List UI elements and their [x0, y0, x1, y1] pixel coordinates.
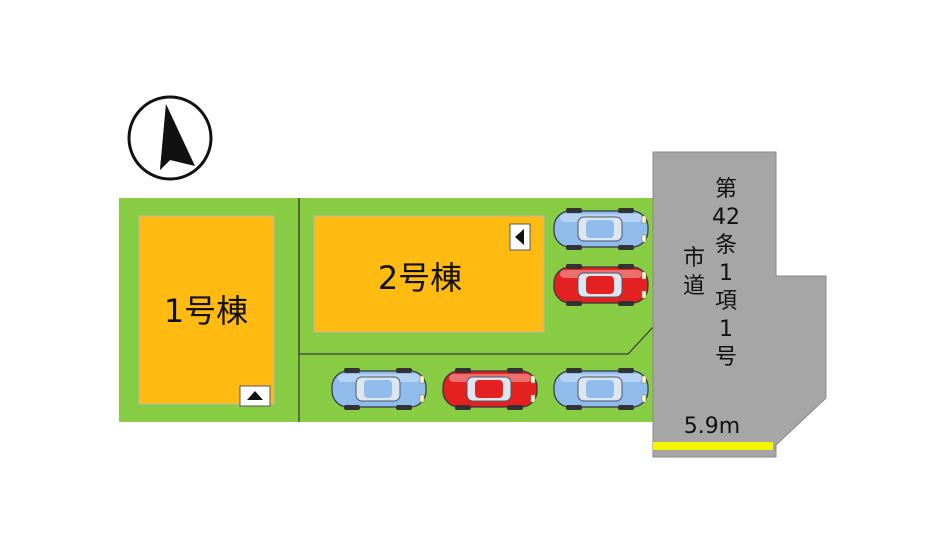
triangle-left-icon	[509, 223, 531, 251]
building-1	[138, 215, 275, 405]
road-type-char: 条	[715, 233, 737, 258]
parked-car-blue	[331, 368, 427, 410]
building-1-label: 1号棟	[164, 292, 248, 330]
parked-car-red	[442, 368, 538, 410]
building-2	[313, 215, 545, 333]
road-type-char: 号	[715, 345, 737, 370]
road-type-char: 42	[712, 205, 740, 230]
road-name-char-1: 市	[683, 246, 705, 271]
road-type-char: 1	[719, 317, 733, 342]
triangle-up-icon	[239, 385, 271, 407]
road-width-label: 5.9m	[684, 414, 740, 439]
parked-car-red	[553, 264, 649, 306]
road-name-char-2: 道	[683, 274, 705, 299]
road-type-char: 項	[715, 289, 737, 314]
north-arrow-icon	[127, 95, 213, 181]
parked-car-blue	[553, 368, 649, 410]
road-type-char: 第	[715, 177, 737, 202]
parked-car-blue	[553, 208, 649, 250]
road	[652, 151, 827, 458]
road-type-char: 1	[719, 261, 733, 286]
building-2-label: 2号棟	[378, 259, 462, 297]
